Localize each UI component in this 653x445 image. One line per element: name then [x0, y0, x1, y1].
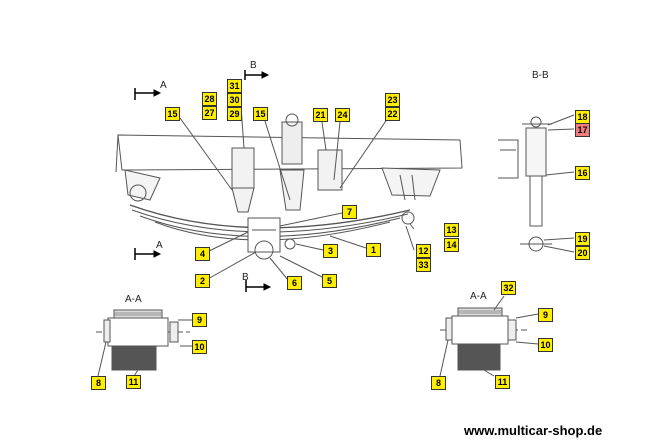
callout-22[interactable]: 22	[385, 107, 400, 121]
callout-30[interactable]: 30	[227, 93, 242, 107]
callout-3[interactable]: 3	[323, 244, 338, 258]
callout-7[interactable]: 7	[342, 205, 357, 219]
section-mark-b-top: B	[250, 60, 257, 71]
callout-20[interactable]: 20	[575, 246, 590, 260]
callout-9-left[interactable]: 9	[192, 313, 207, 327]
callout-12[interactable]: 12	[416, 244, 431, 258]
section-mark-a-bottom: A	[156, 240, 163, 251]
callout-11-right[interactable]: 11	[495, 375, 510, 389]
callout-13[interactable]: 13	[444, 223, 459, 237]
callout-32[interactable]: 32	[501, 281, 516, 295]
callout-2[interactable]: 2	[195, 274, 210, 288]
callout-21[interactable]: 21	[313, 108, 328, 122]
callout-4[interactable]: 4	[195, 247, 210, 261]
callout-15b[interactable]: 15	[253, 107, 268, 121]
callout-15[interactable]: 15	[165, 107, 180, 121]
callout-6[interactable]: 6	[287, 276, 302, 290]
callout-5[interactable]: 5	[322, 274, 337, 288]
view-title-aa-left: A-A	[125, 294, 142, 305]
callout-19[interactable]: 19	[575, 232, 590, 246]
callout-23[interactable]: 23	[385, 93, 400, 107]
callout-10-right[interactable]: 10	[538, 338, 553, 352]
callout-27[interactable]: 27	[202, 106, 217, 120]
view-title-bb: B-B	[532, 70, 549, 81]
callout-29[interactable]: 29	[227, 107, 242, 121]
callout-1[interactable]: 1	[366, 243, 381, 257]
callout-9-right[interactable]: 9	[538, 308, 553, 322]
section-mark-a-top: A	[160, 80, 167, 91]
callout-33[interactable]: 33	[416, 258, 431, 272]
callout-18[interactable]: 18	[575, 110, 590, 124]
callout-16[interactable]: 16	[575, 166, 590, 180]
section-mark-b-bottom: B	[242, 272, 249, 283]
view-title-aa-right: A-A	[470, 291, 487, 302]
callout-31[interactable]: 31	[227, 79, 242, 93]
callout-10-left[interactable]: 10	[192, 340, 207, 354]
site-watermark: www.multicar-shop.de	[464, 423, 603, 438]
callout-8-right[interactable]: 8	[431, 376, 446, 390]
callout-14[interactable]: 14	[444, 238, 459, 252]
callout-8-left[interactable]: 8	[91, 376, 106, 390]
callout-28[interactable]: 28	[202, 92, 217, 106]
callout-24[interactable]: 24	[335, 108, 350, 122]
callout-11-left[interactable]: 11	[126, 375, 141, 389]
callout-17-highlighted[interactable]: 17	[575, 123, 590, 137]
